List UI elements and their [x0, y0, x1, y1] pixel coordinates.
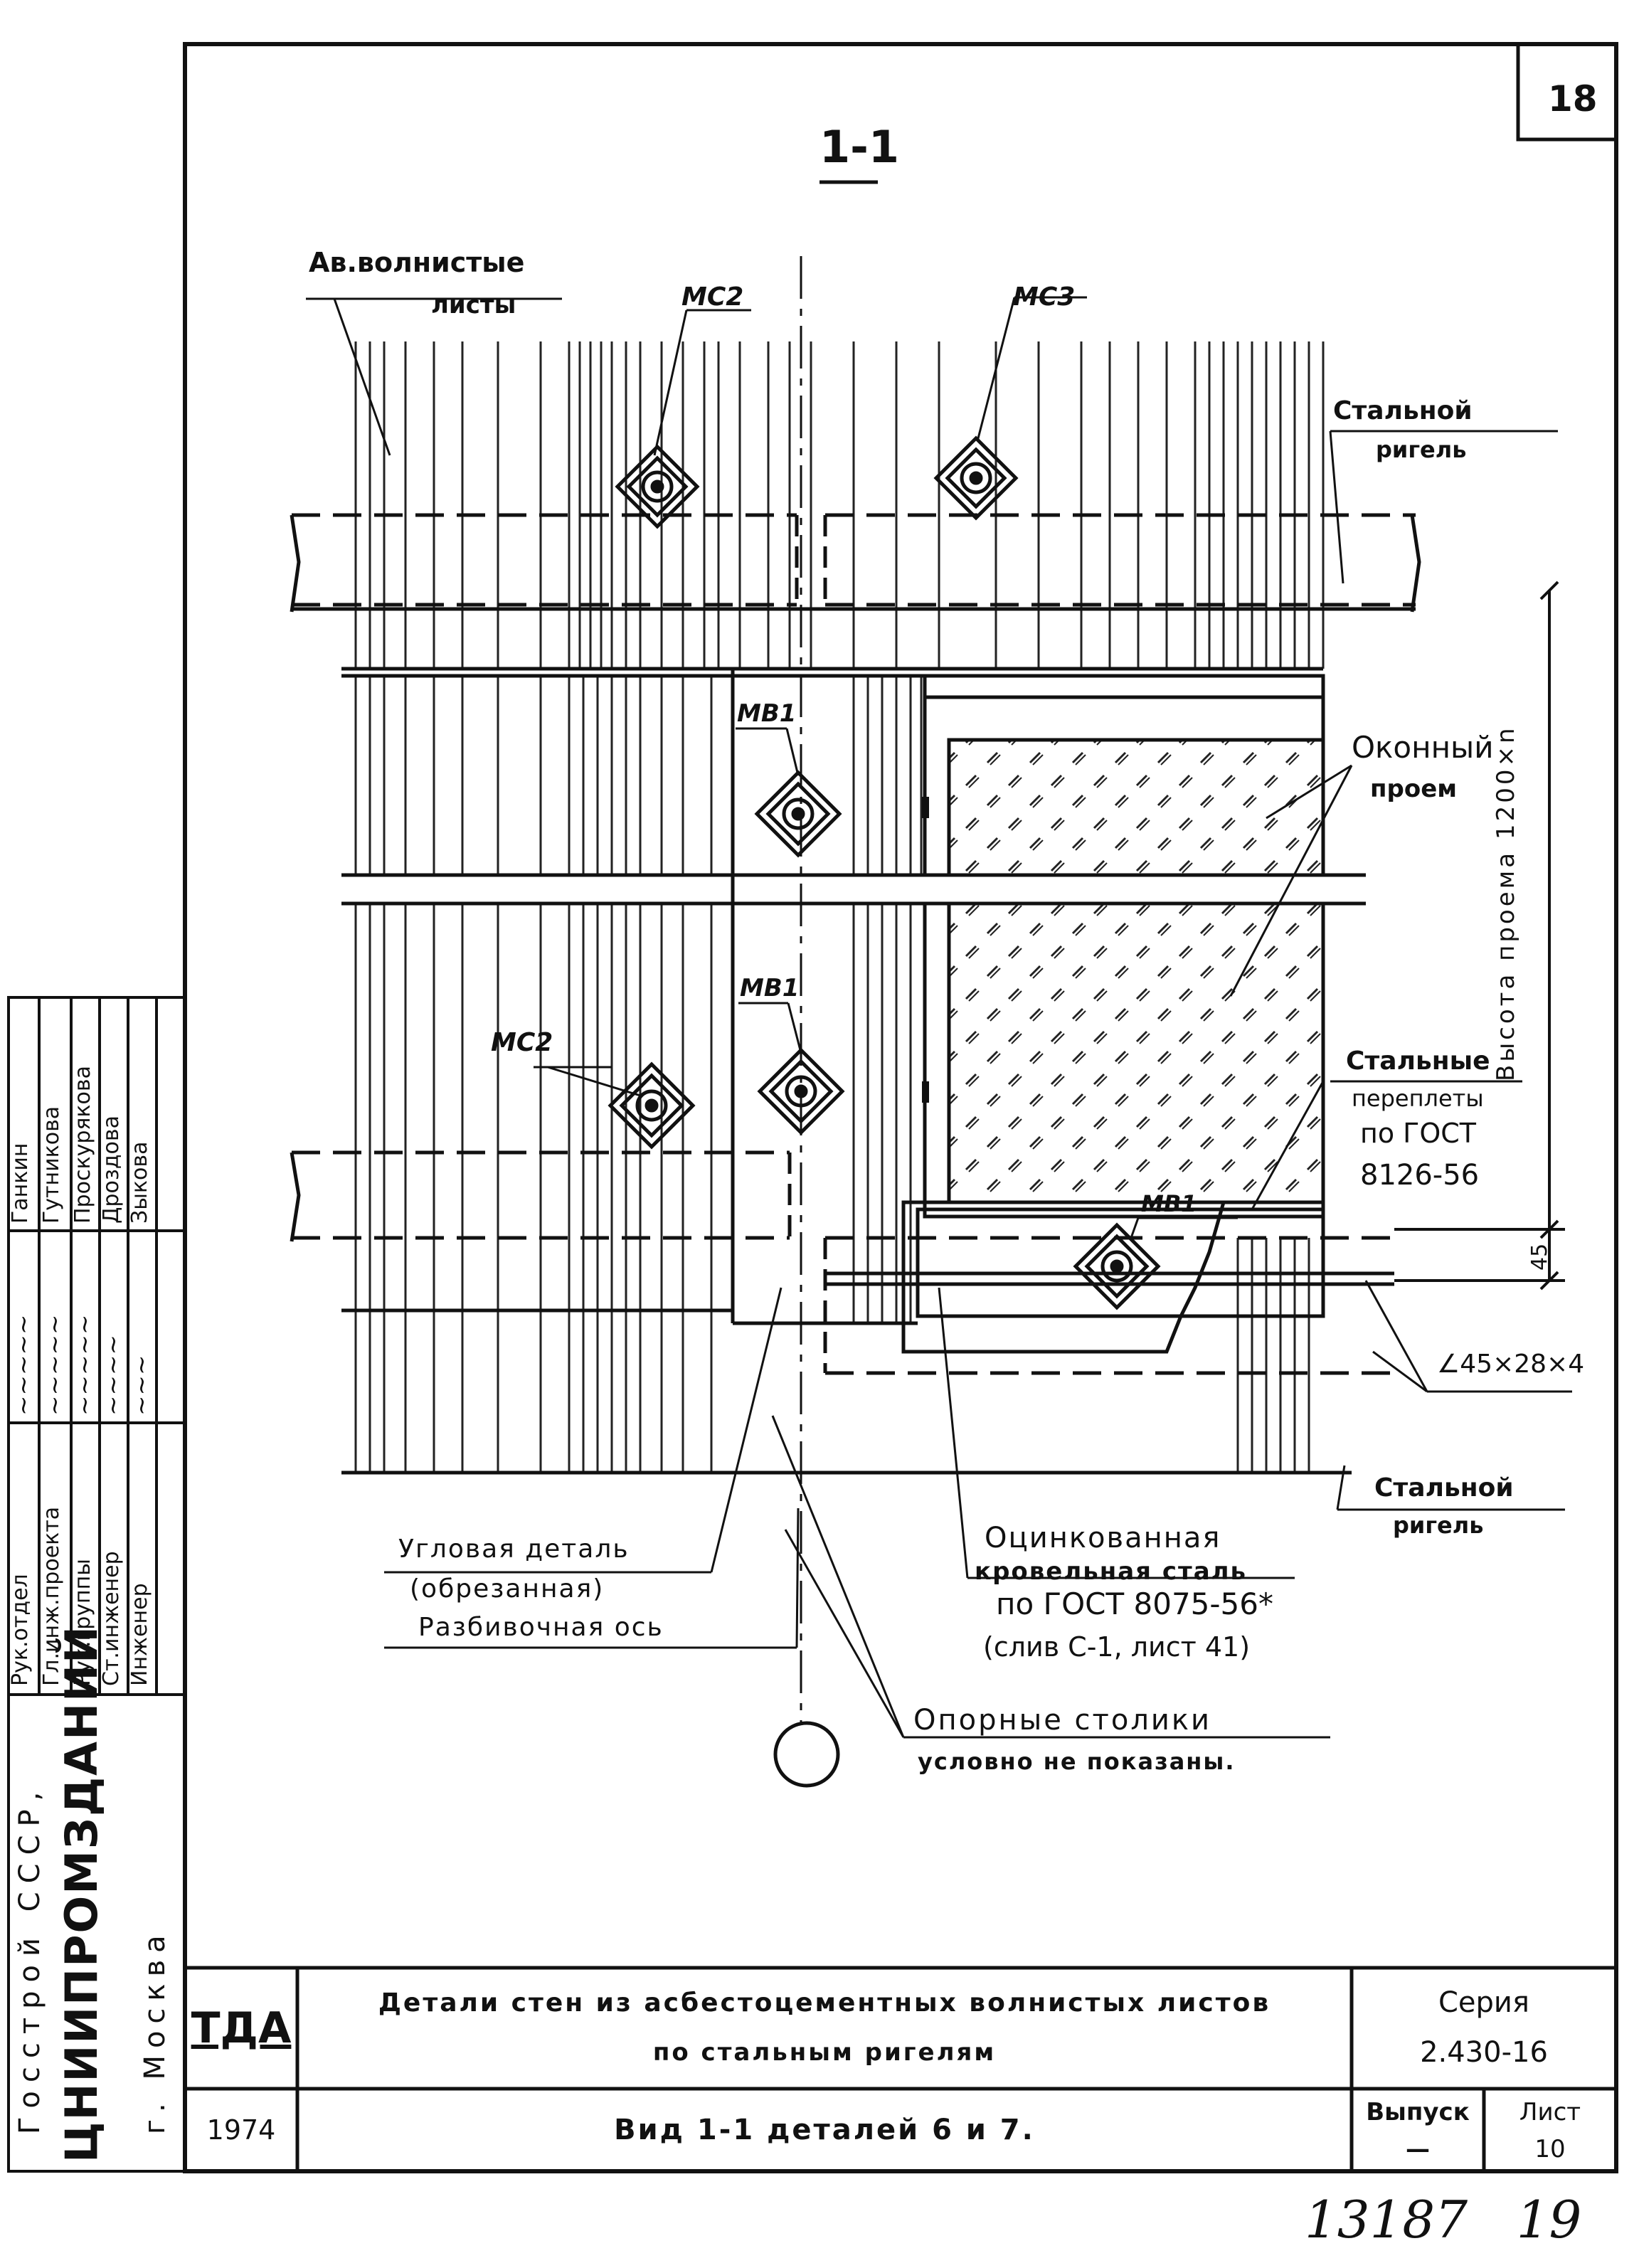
- issue-value: —: [1406, 2135, 1430, 2163]
- label-mb1-lower: МВ1: [1141, 1190, 1197, 1217]
- role-2: Гл.инж.проекта: [39, 1506, 64, 1686]
- fastener-mc3-top: [933, 435, 1019, 521]
- sheet-value: 10: [1534, 2135, 1566, 2163]
- role-1: Рук.отдел: [8, 1574, 33, 1686]
- label-window-2: проем: [1370, 775, 1458, 803]
- label-steel-frames-3: по ГОСТ: [1360, 1118, 1477, 1149]
- title-line-1: Детали стен из асбестоцементных волнисты…: [378, 1988, 1271, 2018]
- steel-girder-upper: [290, 513, 1421, 613]
- label-steel-girder-top-1: Стальной: [1333, 396, 1473, 425]
- label-corner-detail-2: (обрезанная): [410, 1574, 605, 1604]
- signature-5: ~~~: [127, 1355, 156, 1416]
- corrugated-sheet-upper: [354, 341, 1325, 669]
- window-mullion-plate-upper: [922, 797, 929, 818]
- label-mb1-upper: МВ1: [737, 699, 797, 728]
- series-value: 2.430-16: [1420, 2036, 1548, 2069]
- sheet-label: Лист: [1519, 2098, 1581, 2126]
- name-1: Ганкин: [8, 1143, 33, 1224]
- label-layout-axis: Разбивочная ось: [418, 1613, 664, 1642]
- title-subtitle: Вид 1-1 деталей 6 и 7.: [614, 2114, 1035, 2146]
- fastener-mb1-lower: [1073, 1222, 1161, 1310]
- name-4: Дроздова: [99, 1116, 124, 1224]
- title-logo: ТДА: [191, 2003, 292, 2053]
- window-glazing-lower: [947, 901, 1325, 1204]
- fastener-mb1-middle: [757, 1047, 845, 1135]
- title-block-frame: [185, 1966, 1616, 2171]
- corrugated-sheet-lower: [354, 904, 1310, 1473]
- leader-lines: [306, 296, 1572, 1739]
- corrugated-sheet-middle: [354, 676, 923, 875]
- label-asbestos-sheets-1: Ав.волнистые: [309, 247, 525, 278]
- org-name-line3: г. Москва: [139, 1928, 171, 2134]
- sheet-number: 18: [1548, 78, 1598, 120]
- label-support-tables-1: Опорные столики: [913, 1704, 1212, 1737]
- fastener-mb1-upper: [754, 770, 842, 858]
- role-5: Инженер: [127, 1583, 152, 1686]
- signature-1: ~~~~~: [9, 1314, 38, 1416]
- label-steel-girder-bottom-2: ригель: [1393, 1512, 1484, 1539]
- label-mc2-lower: МС2: [491, 1028, 553, 1057]
- name-2: Гутникова: [39, 1106, 64, 1224]
- label-steel-girder-bottom-1: Стальной: [1374, 1473, 1514, 1503]
- role-4: Ст.инженер: [99, 1551, 124, 1686]
- label-mc3-top: МС3: [1013, 282, 1076, 312]
- opening-dimension: [1394, 581, 1565, 1291]
- org-name-line2: ЦНИИПРОМЗДАНИЙ: [55, 1625, 107, 2163]
- label-asbestos-sheets-2: листы: [431, 291, 516, 319]
- label-galvanized-2: кровельная сталь: [975, 1557, 1248, 1586]
- label-dim-45: 45: [1527, 1243, 1552, 1271]
- galvanized-flashing: [901, 1200, 1226, 1354]
- title-year: 1974: [206, 2114, 276, 2146]
- label-galvanized-1: Оцинкованная: [985, 1522, 1221, 1554]
- label-support-tables-2: условно не показаны.: [918, 1748, 1236, 1775]
- fastener-mc2-lower: [608, 1061, 696, 1150]
- issue-label: Выпуск: [1366, 2098, 1470, 2126]
- org-name-line1: Госстрой СССР,: [14, 1783, 46, 2134]
- label-mb1-middle: МВ1: [740, 974, 800, 1002]
- label-corner-detail-1: Угловая деталь: [398, 1535, 630, 1564]
- name-5: Зыкова: [127, 1141, 152, 1224]
- layout-axis-marker: [773, 1721, 840, 1788]
- title-line-2: по стальным ригелям: [652, 2038, 997, 2067]
- label-galvanized-4: (слив С-1, лист 41): [983, 1631, 1251, 1663]
- label-steel-frames-1: Стальные: [1346, 1046, 1490, 1076]
- footer-handwritten: 13187 19: [1305, 2190, 1582, 2250]
- section-mark: 1-1: [820, 121, 900, 173]
- role-3: Рук.группы: [70, 1559, 95, 1686]
- label-steel-girder-top-2: ригель: [1376, 436, 1467, 463]
- label-mc2-top: МС2: [681, 282, 744, 312]
- label-angle-profile: ∠45×28×4: [1437, 1350, 1585, 1379]
- label-window-1: Оконный: [1352, 730, 1494, 765]
- signature-2: ~~~~~: [41, 1314, 69, 1416]
- fastener-mc2-top: [615, 444, 700, 529]
- series-label: Серия: [1438, 1986, 1529, 2019]
- label-opening-height: Высота проема 1200×n: [1492, 725, 1520, 1081]
- steel-girder-lower-left: [290, 1150, 792, 1242]
- signature-strip-frame: [7, 996, 186, 2173]
- steel-girder-lower-right: [823, 1236, 1394, 1375]
- name-3: Проскурякова: [70, 1066, 95, 1224]
- signature-3: ~~~~~: [70, 1314, 99, 1416]
- window-mullion-plate-lower: [922, 1081, 929, 1103]
- label-galvanized-3: по ГОСТ 8075-56*: [996, 1586, 1273, 1621]
- label-steel-frames-2: переплеты: [1352, 1085, 1484, 1112]
- window-glazing-upper: [947, 738, 1325, 877]
- label-steel-frames-4: 8126-56: [1360, 1159, 1480, 1192]
- signature-4: ~~~~: [99, 1335, 127, 1416]
